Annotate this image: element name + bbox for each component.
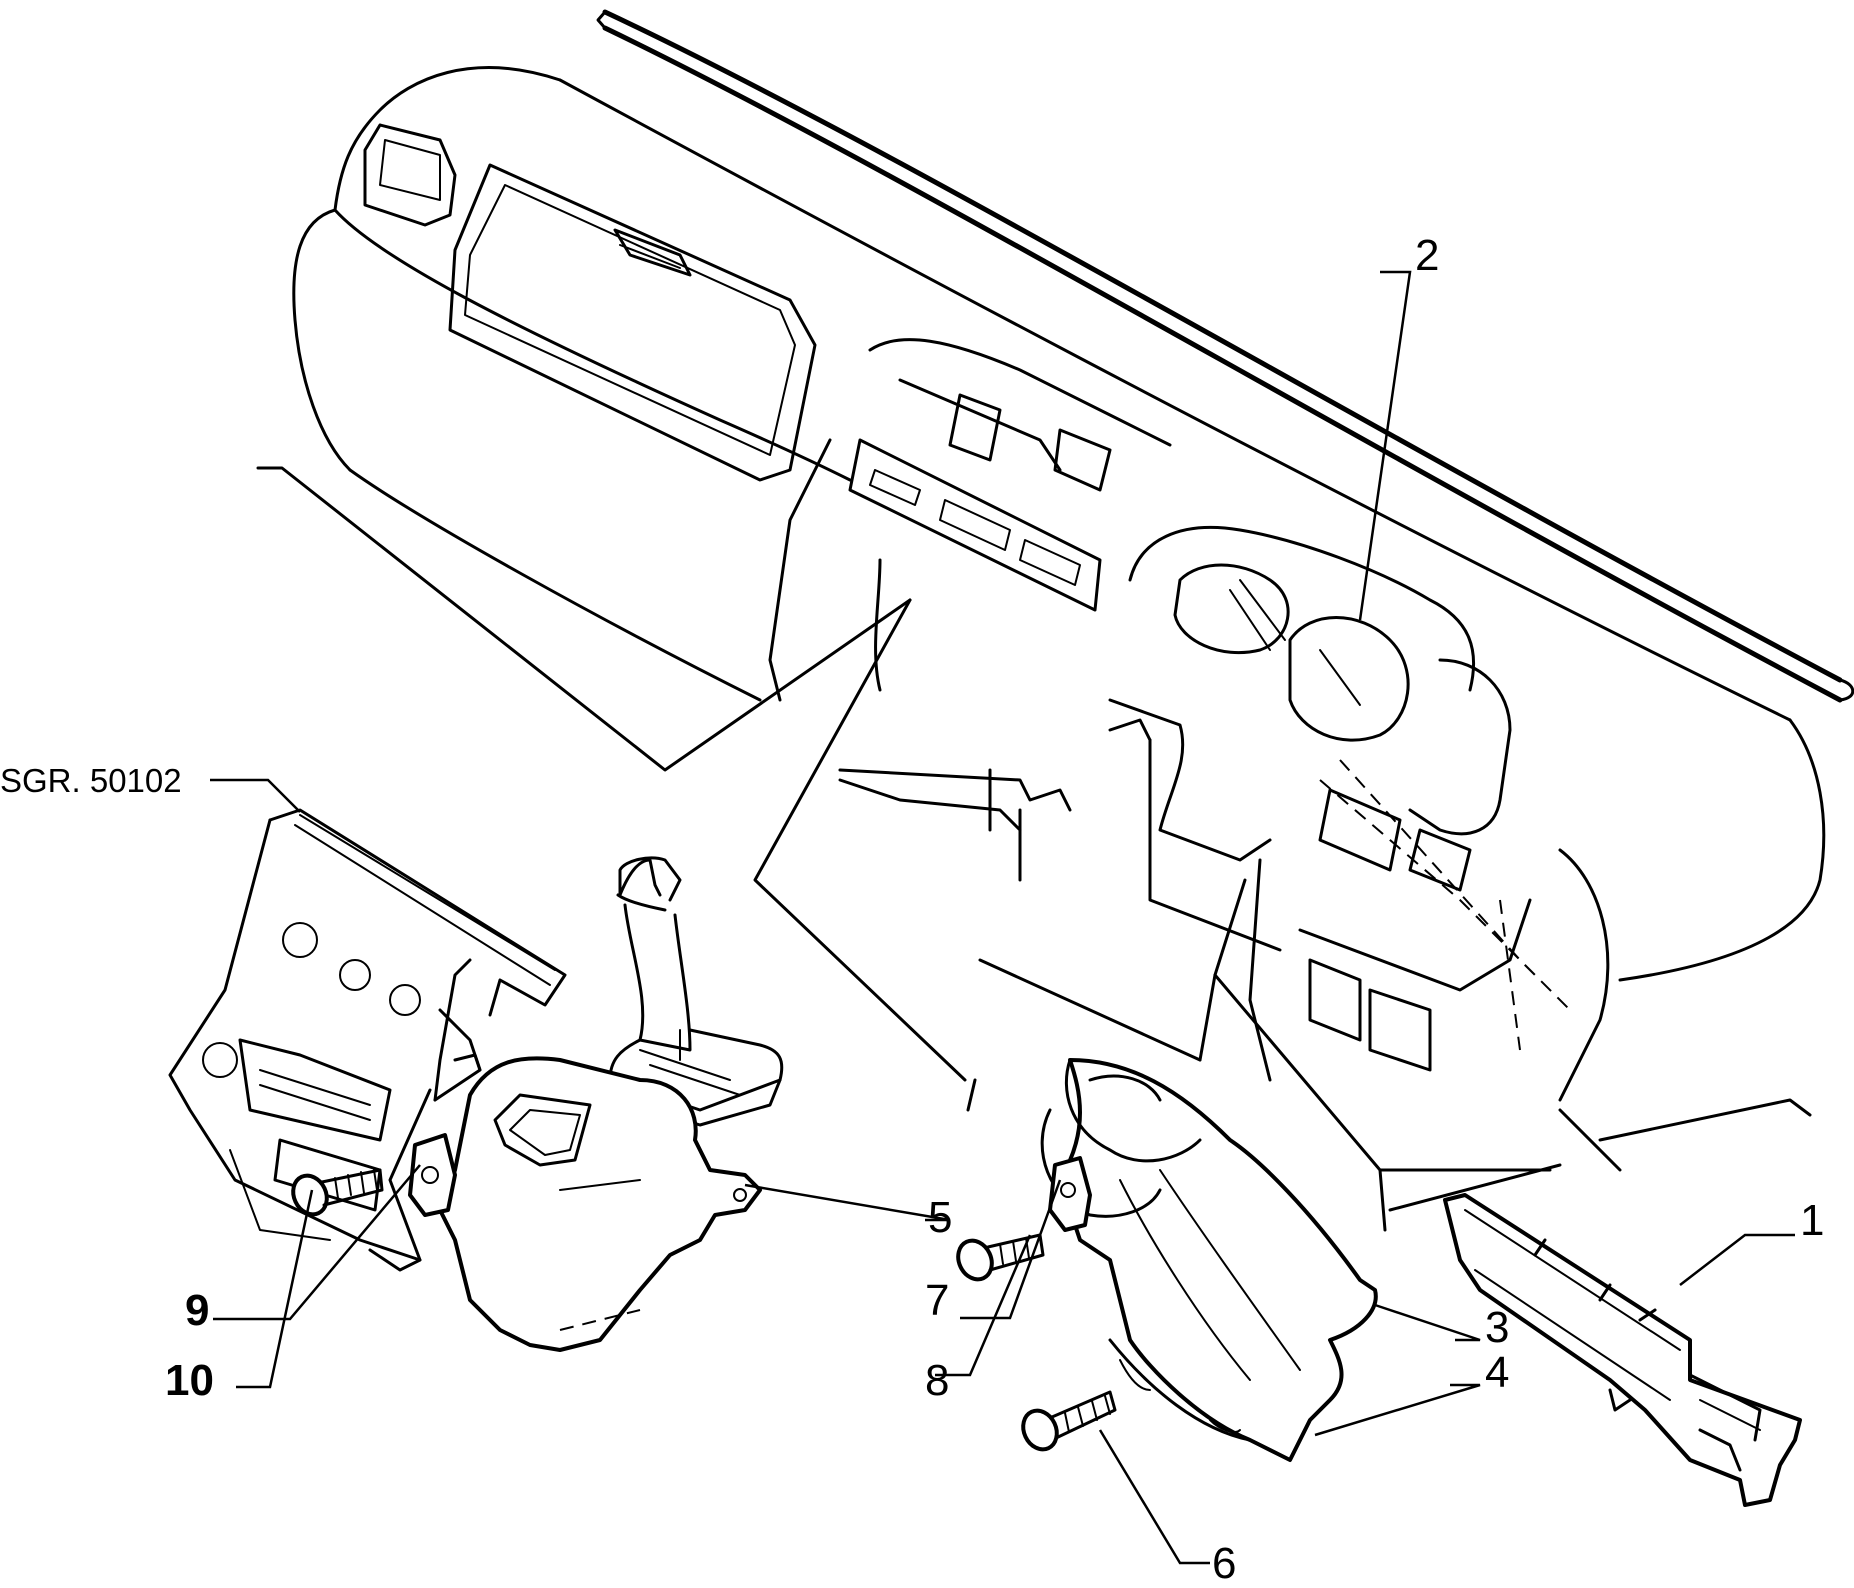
callout-8: 8 xyxy=(925,1356,949,1405)
windshield-seal-strip xyxy=(596,9,1854,703)
callout-3: 3 xyxy=(1485,1303,1509,1352)
screw-10 xyxy=(291,1168,384,1217)
callout-4: 4 xyxy=(1485,1348,1509,1397)
screw-8 xyxy=(956,1233,1045,1282)
part-5-console-trim xyxy=(438,1056,762,1352)
callout-9: 9 xyxy=(185,1286,209,1335)
sgr-reference-label: SGR. 50102 xyxy=(0,762,182,799)
callout-5: 5 xyxy=(928,1193,952,1242)
part-1-lower-trim-panel xyxy=(1443,1193,1802,1507)
callout-leaders xyxy=(210,270,1795,1565)
callout-1: 1 xyxy=(1800,1196,1824,1245)
callout-7: 7 xyxy=(925,1276,949,1325)
screw-6 xyxy=(1021,1390,1117,1452)
callout-10: 10 xyxy=(165,1356,214,1405)
part-3-4-steering-column-shroud xyxy=(1040,1058,1378,1462)
callout-labels: SGR. 50102 1 2 3 4 5 6 7 8 9 10 xyxy=(0,231,1824,1588)
clip-nut-9 xyxy=(408,1133,457,1217)
callout-6: 6 xyxy=(1212,1539,1236,1588)
dashboard-assembly xyxy=(256,9,1854,1232)
center-console-panel xyxy=(168,808,567,1272)
callout-2: 2 xyxy=(1415,231,1439,280)
